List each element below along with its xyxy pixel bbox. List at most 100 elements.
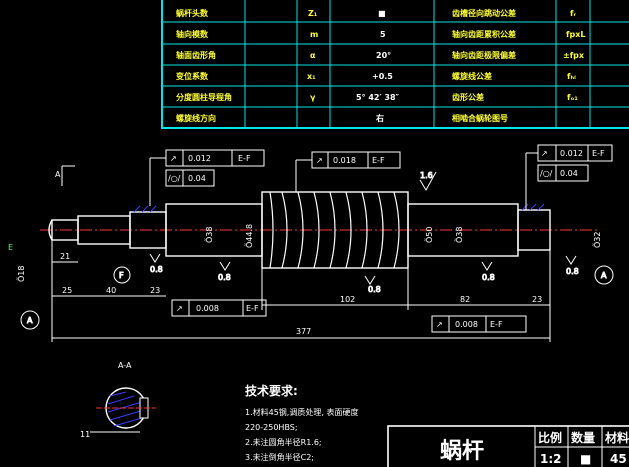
gdt-lower-left-ref: E-F	[246, 304, 259, 313]
datum-markers: F A A	[20, 265, 614, 330]
roughness-4: 0.8	[482, 273, 495, 282]
gdt-right: ↗ 0.012 E-F /○/ 0.04	[525, 144, 613, 210]
param-label2-0: 齿槽径向跳动公差	[452, 8, 516, 18]
dim-total: 377	[296, 327, 311, 336]
parameter-table: 蜗杆头数 Z₁ ■ 齿槽径向跳动公差 fᵣ 轴向模数 m 5 轴向齿距累积公差 …	[161, 0, 629, 129]
gdt-right-bottom-val: 0.04	[560, 169, 578, 178]
datum-f: F	[119, 271, 124, 280]
gdt-left-bottom-val: 0.04	[188, 174, 206, 183]
param-label-3: 变位系数	[176, 71, 209, 81]
gdt-left: ↗ 0.012 E-F /○/ 0.04	[149, 149, 265, 206]
dim-len23: 23	[150, 286, 160, 295]
param-symbol-1: m	[310, 30, 318, 39]
param-value-2: 20°	[376, 51, 391, 60]
gdt-lower-left: ↗ 0.008 E-F	[171, 299, 267, 317]
dim-d-left: Õ18	[15, 266, 26, 282]
tech-requirements: 技术要求: 1.材料45钢,调质处理, 表面硬度 220-250HBS; 2.未…	[245, 383, 358, 462]
tech-req-line-3: 2.未注圆角半径R1.6;	[245, 437, 322, 447]
param-label-4: 分度圆柱导程角	[176, 92, 232, 102]
gdt-left-top-ref: E-F	[238, 154, 251, 163]
dim-len82: 82	[460, 295, 470, 304]
gdt-right-top-sym: ↗	[541, 149, 548, 158]
dim-len21: 21	[60, 252, 70, 261]
worm-shaft	[48, 191, 551, 269]
param-symbol-4: γ	[310, 93, 316, 102]
gdt-lower-right: ↗ 0.008 E-F	[431, 315, 527, 333]
tech-req-title: 技术要求:	[245, 383, 298, 398]
gdt-lower-right-ref: E-F	[490, 320, 503, 329]
part-name: 蜗杆	[440, 439, 484, 464]
title-block: 蜗杆 比例 数量 材料 1:2 ■ 45	[387, 425, 629, 467]
param-symbol-0: Z₁	[308, 9, 318, 18]
param-label2-2: 轴向齿距极限偏差	[452, 50, 516, 60]
gdt-left-top-sym: ↗	[170, 154, 177, 163]
gdt-right-top-val: 0.012	[560, 149, 583, 158]
dim-d-right: Õ32	[591, 232, 602, 248]
title-scale: 1:2	[540, 452, 562, 466]
roughness-3: 0.8	[368, 285, 381, 294]
section-view-a-a: A-A 11	[80, 361, 156, 439]
gdt-center-val: 0.018	[333, 156, 356, 165]
section-view-dim: 11	[80, 430, 90, 439]
tech-req-line-1: 1.材料45钢,调质处理, 表面硬度	[245, 407, 358, 417]
param-symbol2-3: fₕₗ	[567, 72, 576, 81]
dim-d38: Õ38	[203, 227, 214, 243]
param-value-1: 5	[380, 30, 386, 39]
param-symbol-2: α	[310, 51, 316, 60]
gdt-center: ↗ 0.018 E-F	[295, 151, 401, 192]
param-value-4: 5° 42′ 38″	[356, 93, 400, 102]
param-value-0: ■	[378, 9, 386, 18]
dim-len40: 40	[106, 286, 116, 295]
param-label-2: 轴面齿形角	[176, 50, 216, 60]
param-label-1: 轴向模数	[176, 29, 209, 39]
title-col-scale: 比例	[538, 430, 562, 445]
gdt-right-bottom-sym: /○/	[540, 169, 553, 178]
gdt-center-sym: ↗	[316, 156, 323, 165]
roughness-marks: 0.8 0.8 0.8 0.8 0.8 1.6	[150, 171, 580, 295]
side-marker-text: E	[8, 243, 13, 252]
dim-len25: 25	[62, 286, 72, 295]
section-view-title: A-A	[118, 361, 132, 370]
param-label-5: 螺旋线方向	[176, 113, 216, 123]
datum-a-right: A	[601, 271, 607, 280]
param-label2-5: 相啮合蜗轮图号	[452, 113, 508, 123]
dim-len102: 102	[340, 295, 355, 304]
gdt-lower-right-val: 0.008	[455, 320, 478, 329]
param-symbol2-1: fpxL	[566, 30, 585, 39]
param-label2-1: 轴向齿距累积公差	[452, 29, 516, 39]
tech-req-line-4: 3.未注倒角半径C2;	[245, 452, 314, 462]
dim-d38b: Õ38	[453, 227, 464, 243]
gdt-left-bottom-sym: /○/	[168, 174, 181, 183]
param-label2-3: 螺旋线公差	[452, 71, 492, 81]
gdt-left-top-val: 0.012	[188, 154, 211, 163]
roughness-5: 0.8	[566, 267, 579, 276]
datum-a-left: A	[27, 316, 33, 325]
gdt-center-ref: E-F	[372, 156, 385, 165]
param-value-3: +0.5	[372, 72, 393, 81]
side-marker: E	[8, 243, 13, 252]
dim-d44: Õ44.8	[243, 224, 254, 248]
title-col-material: 材料	[604, 430, 629, 445]
gdt-lower-left-val: 0.008	[196, 304, 219, 313]
param-symbol-3: x₁	[307, 72, 316, 81]
param-symbol2-2: ±fpx	[563, 51, 585, 60]
title-col-qty: 数量	[571, 430, 595, 445]
section-mark: A	[55, 165, 75, 186]
gdt-lower-left-sym: ↗	[176, 304, 183, 313]
param-symbol2-4: fₒ₁	[567, 93, 578, 102]
roughness-top: 1.6	[420, 171, 433, 180]
param-label2-4: 齿形公差	[452, 92, 484, 102]
param-value-5: 右	[375, 113, 384, 123]
tech-req-line-2: 220-250HBS;	[245, 423, 298, 432]
roughness-1: 0.8	[150, 265, 163, 274]
dimensions: Õ18 Õ38 Õ44.8 Õ50 Õ38 Õ32 21 25 40 23 10…	[15, 224, 602, 342]
title-qty: ■	[580, 452, 591, 466]
param-symbol2-0: fᵣ	[570, 9, 576, 18]
param-label-0: 蜗杆头数	[176, 8, 209, 18]
gdt-lower-right-sym: ↗	[436, 320, 443, 329]
dim-len23b: 23	[532, 295, 542, 304]
roughness-2: 0.8	[218, 273, 231, 282]
gdt-right-top-ref: E-F	[592, 149, 605, 158]
title-material: 45	[610, 452, 627, 466]
